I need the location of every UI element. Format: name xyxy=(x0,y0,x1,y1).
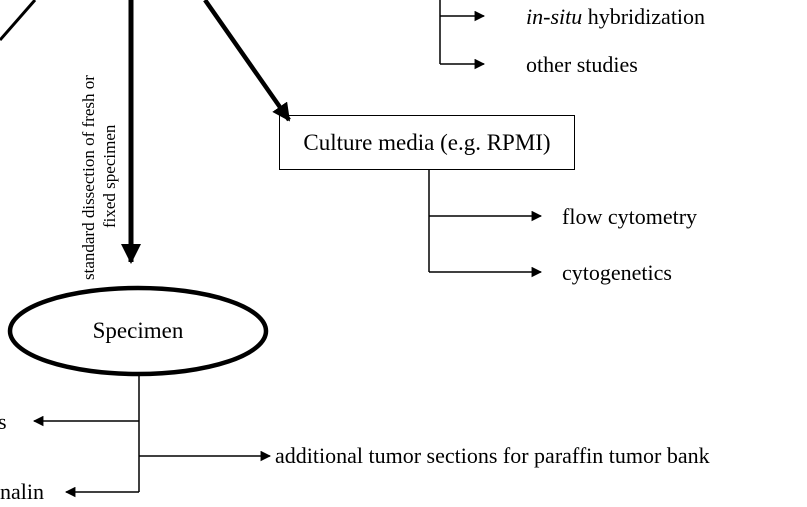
arrow-to-culture-media xyxy=(203,0,291,122)
flow-cytometry-label: flow cytometry xyxy=(562,204,698,229)
specimen-ellipse xyxy=(7,285,269,377)
in-situ-italic-text: in-situ xyxy=(526,4,583,29)
cut-off-label-lower: nalin xyxy=(0,479,44,504)
additional-sections-label: additional tumor sections for paraffin t… xyxy=(275,443,710,468)
specimen-label: Specimen xyxy=(92,318,184,343)
in-situ-hybridization-label: in-situ hybridization xyxy=(526,6,705,28)
other-studies-label: other studies xyxy=(526,52,638,77)
dissection-label-line-2: fixed specimen xyxy=(100,124,119,228)
top-left-diagonal-line xyxy=(0,0,37,41)
cytogenetics-label: cytogenetics xyxy=(562,260,672,285)
culture-media-label: Culture media (e.g. RPMI) xyxy=(303,129,551,155)
culture-media-node: Culture media (e.g. RPMI) xyxy=(279,115,575,170)
dissection-label-line-1: standard dissection of fresh or xyxy=(79,75,98,280)
specimen-node: Specimen xyxy=(10,286,266,376)
hybridization-text: hybridization xyxy=(582,4,706,29)
cut-off-label-upper: s xyxy=(0,409,7,434)
